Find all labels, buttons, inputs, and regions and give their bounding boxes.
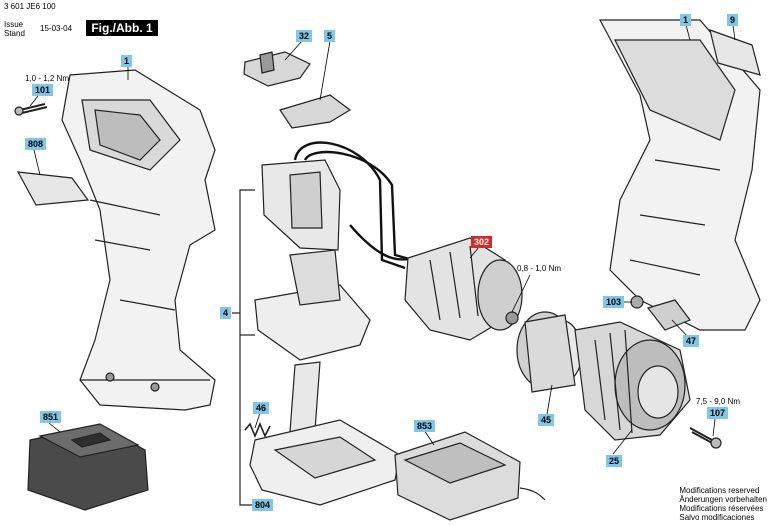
part-label-1-left: 1 [121, 55, 133, 67]
screw-101-shape [19, 103, 48, 114]
torque-spec-101: 1,0 - 1,2 Nm [25, 74, 70, 83]
modifications-line-de: Änderungen vorbehalten [679, 495, 767, 504]
part-label-103: 103 [603, 296, 625, 308]
part-47-shape [646, 299, 691, 331]
part-32-shape [243, 51, 311, 87]
assembly-bracket-4 [239, 189, 255, 506]
part-label-25: 25 [606, 455, 623, 467]
screw-107-shape [689, 427, 715, 445]
part-5-shape [279, 94, 352, 129]
modifications-notice: Modifications reserved Änderungen vorbeh… [679, 486, 767, 522]
stand-label: Stand [4, 29, 25, 38]
modifications-line-en: Modifications reserved [679, 486, 760, 495]
part-label-32: 32 [296, 30, 313, 42]
motor-302-shape [404, 237, 523, 341]
part-label-851: 851 [40, 411, 62, 423]
label-808-shape [16, 171, 90, 206]
chuck-25-shape [574, 321, 691, 441]
label-9-shape [709, 29, 761, 76]
part-label-46: 46 [253, 402, 270, 414]
switch-base-plate-shape [254, 284, 371, 361]
torque-spec-107: 7,5 - 9,0 Nm [696, 397, 741, 406]
issue-label: Issue [4, 20, 24, 29]
part-label-804: 804 [252, 499, 274, 511]
battery-851-shape [27, 423, 149, 511]
part-label-101: 101 [32, 84, 54, 96]
part-label-808: 808 [25, 138, 47, 150]
part-label-853: 853 [414, 420, 436, 432]
part-label-5: 5 [324, 30, 336, 42]
torque-spec-302: 0,8 - 1,0 Nm [517, 264, 562, 273]
drawing-number: 3 601 JE6 100 [4, 2, 56, 11]
issue-date: 15-03-04 [40, 24, 73, 33]
part-label-4: 4 [220, 307, 232, 319]
part-label-47: 47 [683, 335, 700, 347]
part-label-302: 302 [471, 236, 493, 248]
modifications-line-es: Salvo modificaciones [679, 513, 755, 522]
spring-46-shape [244, 421, 271, 439]
housing-left-shape [61, 69, 216, 411]
part-label-107: 107 [707, 407, 729, 419]
part-label-1-right: 1 [680, 14, 692, 26]
figure-label: Fig./Abb. 1 [86, 20, 158, 36]
modifications-line-fr: Modifications réservées [679, 504, 764, 513]
gearbox-45-shape [516, 311, 583, 393]
part-label-9: 9 [727, 14, 739, 26]
charger-853-shape [394, 431, 546, 521]
part-label-45: 45 [538, 414, 555, 426]
